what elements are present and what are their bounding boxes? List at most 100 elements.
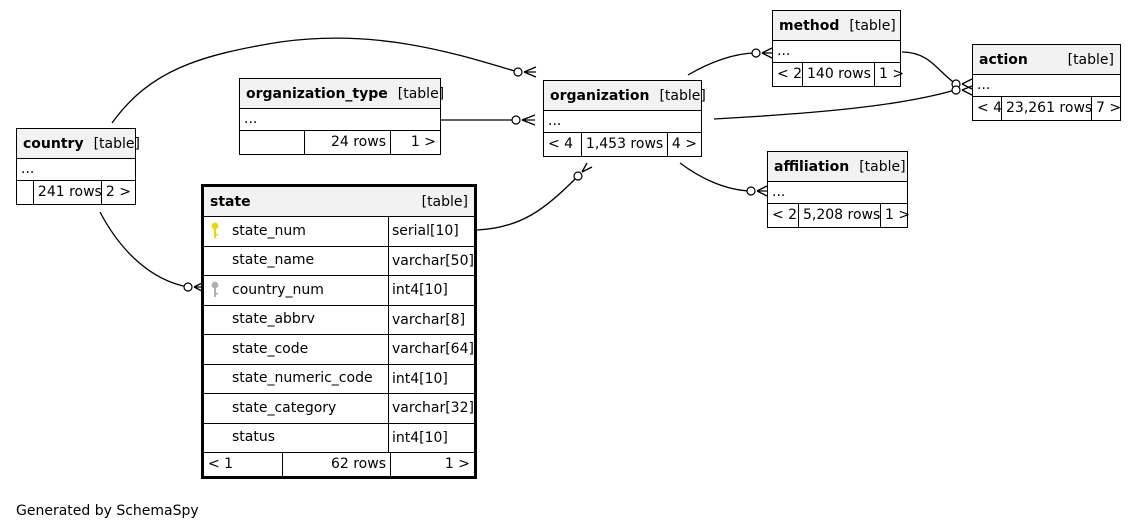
columns-ellipsis: ...: [240, 109, 440, 131]
table-header: method [table]: [773, 11, 900, 41]
table-method[interactable]: method [table] ... < 2 140 rows 1 >: [772, 10, 904, 87]
table-footer: 241 rows 2 >: [17, 181, 135, 204]
column-type: varchar[32]: [392, 400, 474, 416]
columns-ellipsis: ...: [773, 41, 900, 63]
children-count[interactable]: 1 >: [390, 453, 474, 476]
parents-count[interactable]: [240, 131, 304, 154]
columns-ellipsis: ...: [544, 111, 701, 133]
table-name: affiliation: [774, 158, 850, 175]
parents-count[interactable]: < 2: [777, 66, 803, 82]
table-type: [table]: [1067, 51, 1114, 68]
table-type: [table]: [397, 85, 445, 102]
parents-count[interactable]: < 2: [772, 207, 798, 223]
column-name: state_category: [232, 399, 337, 416]
table-type: [table]: [849, 17, 896, 34]
edge-organization-action: [713, 89, 956, 120]
row-count: 24 rows: [304, 131, 390, 154]
table-footer: < 2 5,208 rows 1 >: [768, 204, 910, 227]
column-type: varchar[8]: [392, 311, 466, 328]
foreign-key-icon: [210, 281, 232, 299]
column-row[interactable]: country_num int4[10]: [204, 276, 474, 306]
crowfoot: [961, 78, 973, 90]
columns-ellipsis: ...: [768, 182, 907, 204]
table-name: country: [23, 135, 84, 152]
edge-organization-method: [687, 52, 757, 76]
edge-end-circle: [511, 115, 521, 125]
edge-end-circle: [951, 85, 961, 95]
column-row[interactable]: state_num serial[10]: [204, 217, 474, 247]
table-header: state [table]: [204, 187, 474, 217]
generated-by-note: Generated by SchemaSpy: [16, 503, 199, 519]
table-footer: < 4 1,453 rows 4 >: [544, 133, 701, 156]
column-row[interactable]: state_category varchar[32]: [204, 394, 474, 424]
parents-count[interactable]: [17, 181, 33, 204]
column-row[interactable]: state_code varchar[64]: [204, 335, 474, 365]
column-name: state_code: [232, 340, 309, 357]
column-name-cell: state_category: [204, 394, 389, 423]
table-footer: < 2 140 rows 1 >: [773, 63, 904, 86]
table-footer: 24 rows 1 >: [240, 131, 440, 154]
columns-ellipsis: ...: [973, 75, 1120, 97]
children-count[interactable]: 4 >: [666, 133, 701, 156]
column-name-cell: state_name: [204, 246, 389, 275]
column-type: int4[10]: [392, 370, 448, 387]
table-organization[interactable]: organization [table] ... < 4 1,453 rows …: [543, 80, 706, 157]
edge-end-circle: [513, 67, 523, 77]
column-name: state_abbrv: [232, 311, 315, 328]
crowfoot: [961, 85, 973, 96]
children-count[interactable]: 7 >: [1091, 97, 1125, 120]
column-name: state_numeric_code: [232, 370, 373, 387]
table-action[interactable]: action [table] ... < 4 23,261 rows 7 >: [972, 44, 1121, 121]
table-organization-type[interactable]: organization_type [table] ... 24 rows 1 …: [239, 78, 444, 155]
column-type: serial[10]: [392, 223, 459, 239]
crowfoot: [521, 114, 536, 126]
table-header: action [table]: [973, 45, 1120, 75]
row-count: 1,453 rows: [580, 133, 667, 156]
table-header: country [table]: [17, 129, 140, 159]
children-count[interactable]: 1 >: [874, 63, 908, 86]
children-count[interactable]: 2 >: [100, 181, 135, 204]
column-name: state_num: [232, 222, 306, 239]
table-type: [table]: [859, 158, 906, 175]
column-type: varchar[64]: [392, 341, 474, 357]
column-name-cell: state_abbrv: [204, 305, 389, 334]
edge-end-circle: [573, 171, 583, 181]
table-type: [table]: [93, 135, 140, 152]
parents-count[interactable]: < 1: [208, 456, 234, 472]
table-footer: < 4 23,261 rows 7 >: [973, 97, 1121, 120]
parents-count[interactable]: < 4: [977, 100, 1003, 116]
primary-key-icon: [210, 222, 232, 240]
row-count: 23,261 rows: [1001, 97, 1092, 120]
crowfoot: [523, 66, 537, 78]
table-country[interactable]: country [table] ... 241 rows 2 >: [16, 128, 140, 205]
row-count: 5,208 rows: [798, 204, 880, 227]
table-footer: < 1 62 rows 1 >: [204, 453, 474, 476]
edge-country-organization: [111, 37, 519, 124]
table-type: [table]: [659, 87, 706, 104]
children-count[interactable]: 1 >: [880, 204, 914, 227]
crowfoot: [761, 47, 773, 59]
column-name: state_name: [232, 252, 315, 269]
table-affiliation[interactable]: affiliation [table] ... < 2 5,208 rows 1…: [767, 151, 910, 228]
column-name: country_num: [232, 281, 324, 298]
table-header: organization [table]: [544, 81, 706, 111]
column-name-cell: state_code: [204, 335, 389, 364]
column-type: int4[10]: [392, 282, 448, 298]
edge-organization-affiliation: [679, 162, 751, 192]
table-header: organization_type [table]: [240, 79, 444, 109]
table-name: state: [210, 193, 251, 210]
edge-end-circle: [183, 282, 193, 292]
column-name-cell: country_num: [204, 276, 389, 305]
table-name: organization_type: [246, 85, 388, 102]
column-row[interactable]: state_numeric_code int4[10]: [204, 364, 474, 394]
row-count: 62 rows: [282, 453, 390, 476]
column-row[interactable]: state_abbrv varchar[8]: [204, 305, 474, 335]
parents-count[interactable]: < 4: [548, 136, 574, 152]
children-count[interactable]: 1 >: [390, 131, 440, 154]
row-count: 140 rows: [802, 63, 874, 86]
